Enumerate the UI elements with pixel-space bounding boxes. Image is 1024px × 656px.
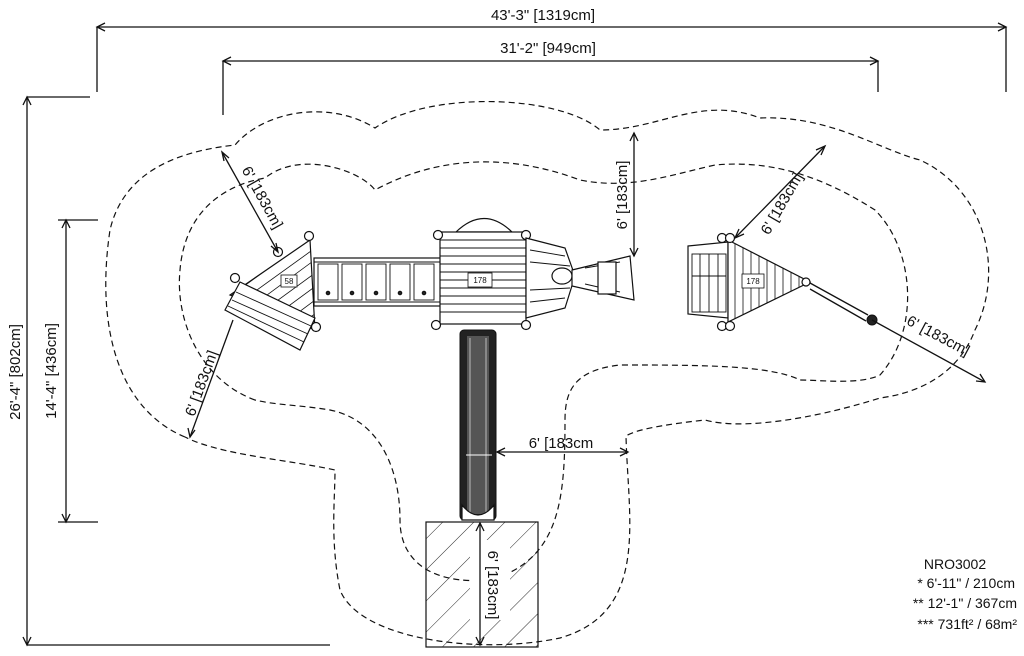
center-deck-label: 178 [473,276,487,285]
dim-inner-depth: 14'-4" [436cm] [42,218,98,524]
zone-top-right-label: 6' [183cm] [758,170,807,238]
dim-inner-width: 31'-2" [949cm] [221,38,880,115]
right-deck-label: 178 [746,277,760,286]
zone-slide-label: 6' [183cm] [484,551,501,620]
zone-top-center-dim: 6' [183cm] [614,131,639,258]
inner-safety-zone [178,161,909,582]
inner-depth-label: 14'-4" [436cm] [43,323,60,419]
center-bow [525,237,635,319]
zone-top-left-dim: 6' [183cm] [220,150,286,254]
info-height: * 6'-11" / 210cm [917,575,1015,591]
zone-bottom-left-label: 6' [183cm] [182,348,221,418]
outer-safety-zone [105,101,990,646]
model-number: NRO3002 [924,556,986,572]
zone-right-label: 6' [183cm] [904,312,973,359]
dim-overall-width: 43'-3" [1319cm] [95,5,1008,92]
info-area: *** 731ft² / 68m² [917,616,1017,632]
zone-top-center-label: 6' [183cm] [614,161,631,230]
left-deck-label: 58 [285,277,294,286]
zone-top-left-label: 6' [183cm] [238,164,286,232]
center-tower: 178 [430,218,532,331]
zone-middle-label: 6' [183cm [529,435,594,452]
left-tower: 58 [224,230,322,351]
slide-runout-zone [425,521,539,648]
zone-slide-dim: 6' [183cm] [475,521,501,647]
info-block: NRO3002 * 6'-11" / 210cm ** 12'-1" / 367… [913,556,1017,632]
inner-width-label: 31'-2" [949cm] [500,40,596,57]
overall-depth-label: 26'-4" [802cm] [7,324,24,420]
right-tower: 178 [687,232,878,332]
zone-middle-dim: 6' [183cm [495,435,630,457]
zone-right-dim: 6' [183cm] [871,312,987,383]
info-length: ** 12'-1" / 367cm [913,595,1017,611]
zone-top-right-dim: 6' [183cm] [733,144,827,240]
overall-width-label: 43'-3" [1319cm] [491,7,595,24]
bridge [313,257,443,307]
zone-bottom-left-dim: 6' [183cm] [182,319,234,439]
slide [459,329,497,521]
dim-overall-depth: 26'-4" [802cm] [7,95,330,647]
